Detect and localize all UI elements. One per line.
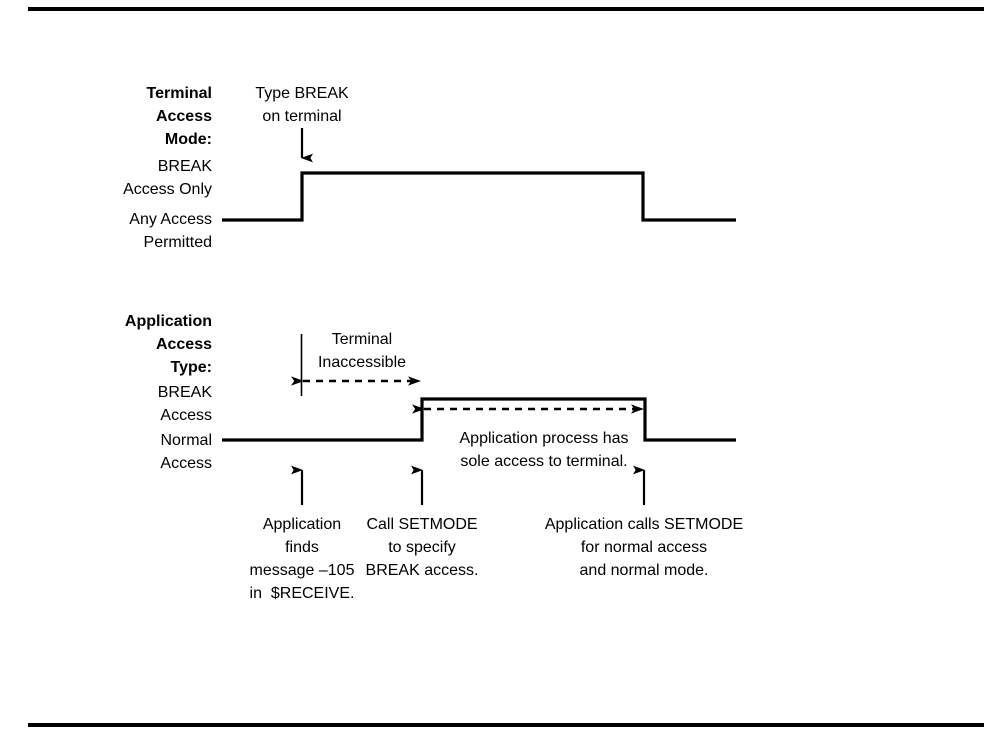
diagram2-level-high-line-2: Access: [160, 407, 212, 424]
span-terminal-inaccessible-line-2: Inaccessible: [317, 354, 407, 371]
callout-1-line-1: Application: [262, 516, 342, 533]
diagram1-title-line-3: Mode:: [164, 131, 212, 148]
callout-1-line-3: message –105: [249, 562, 355, 579]
waveform-terminal-access-mode: [222, 171, 736, 222]
top-rule: [28, 7, 984, 11]
span-terminal-inaccessible-line-1: Terminal: [331, 331, 393, 348]
diagram1-level-low-line-2: Permitted: [143, 234, 212, 251]
waveform-application-access-type: [222, 397, 736, 442]
callout-3-line-2: for normal access: [580, 539, 708, 556]
diagram2-level-low-line-1: Normal: [160, 432, 212, 449]
span-sole-access-line-2: sole access to terminal.: [460, 453, 628, 470]
type-break-annotation-line-1: Type BREAK: [255, 85, 349, 102]
diagram2-level-low-line-2: Access: [160, 455, 212, 472]
diagram2-level-high-line-1: BREAK: [157, 384, 212, 401]
diagram2-title-line-3: Type:: [170, 359, 212, 376]
callout-2-line-2: to specify: [388, 539, 456, 556]
diagram1-level-high-line-1: BREAK: [157, 158, 212, 175]
application-access-type-trace: [222, 397, 736, 442]
span-sole-access-line-1: Application process has: [459, 430, 629, 447]
callout-2-line-3: BREAK access.: [365, 562, 479, 579]
callout-2-line-1: Call SETMODE: [366, 516, 478, 533]
diagram1-title-line-1: Terminal: [146, 85, 213, 102]
terminal-access-mode-trace: [222, 171, 736, 222]
diagram1-level-low-line-1: Any Access: [129, 211, 212, 228]
diagram1-level-high-line-2: Access Only: [123, 181, 212, 198]
diagram2-title-line-2: Access: [155, 336, 212, 353]
diagram1-title-line-2: Access: [155, 108, 212, 125]
type-break-annotation-line-2: on terminal: [262, 108, 342, 125]
callout-arrows: [291, 465, 646, 505]
callout-3-line-1: Application calls SETMODE: [544, 516, 744, 533]
diagram2-title-line-1: Application: [124, 313, 212, 330]
callout-3-line-3: and normal mode.: [579, 562, 709, 579]
bottom-rule: [28, 723, 984, 727]
callout-1-line-4: in $RECEIVE.: [249, 585, 355, 602]
callout-1-line-2: finds: [285, 539, 319, 556]
